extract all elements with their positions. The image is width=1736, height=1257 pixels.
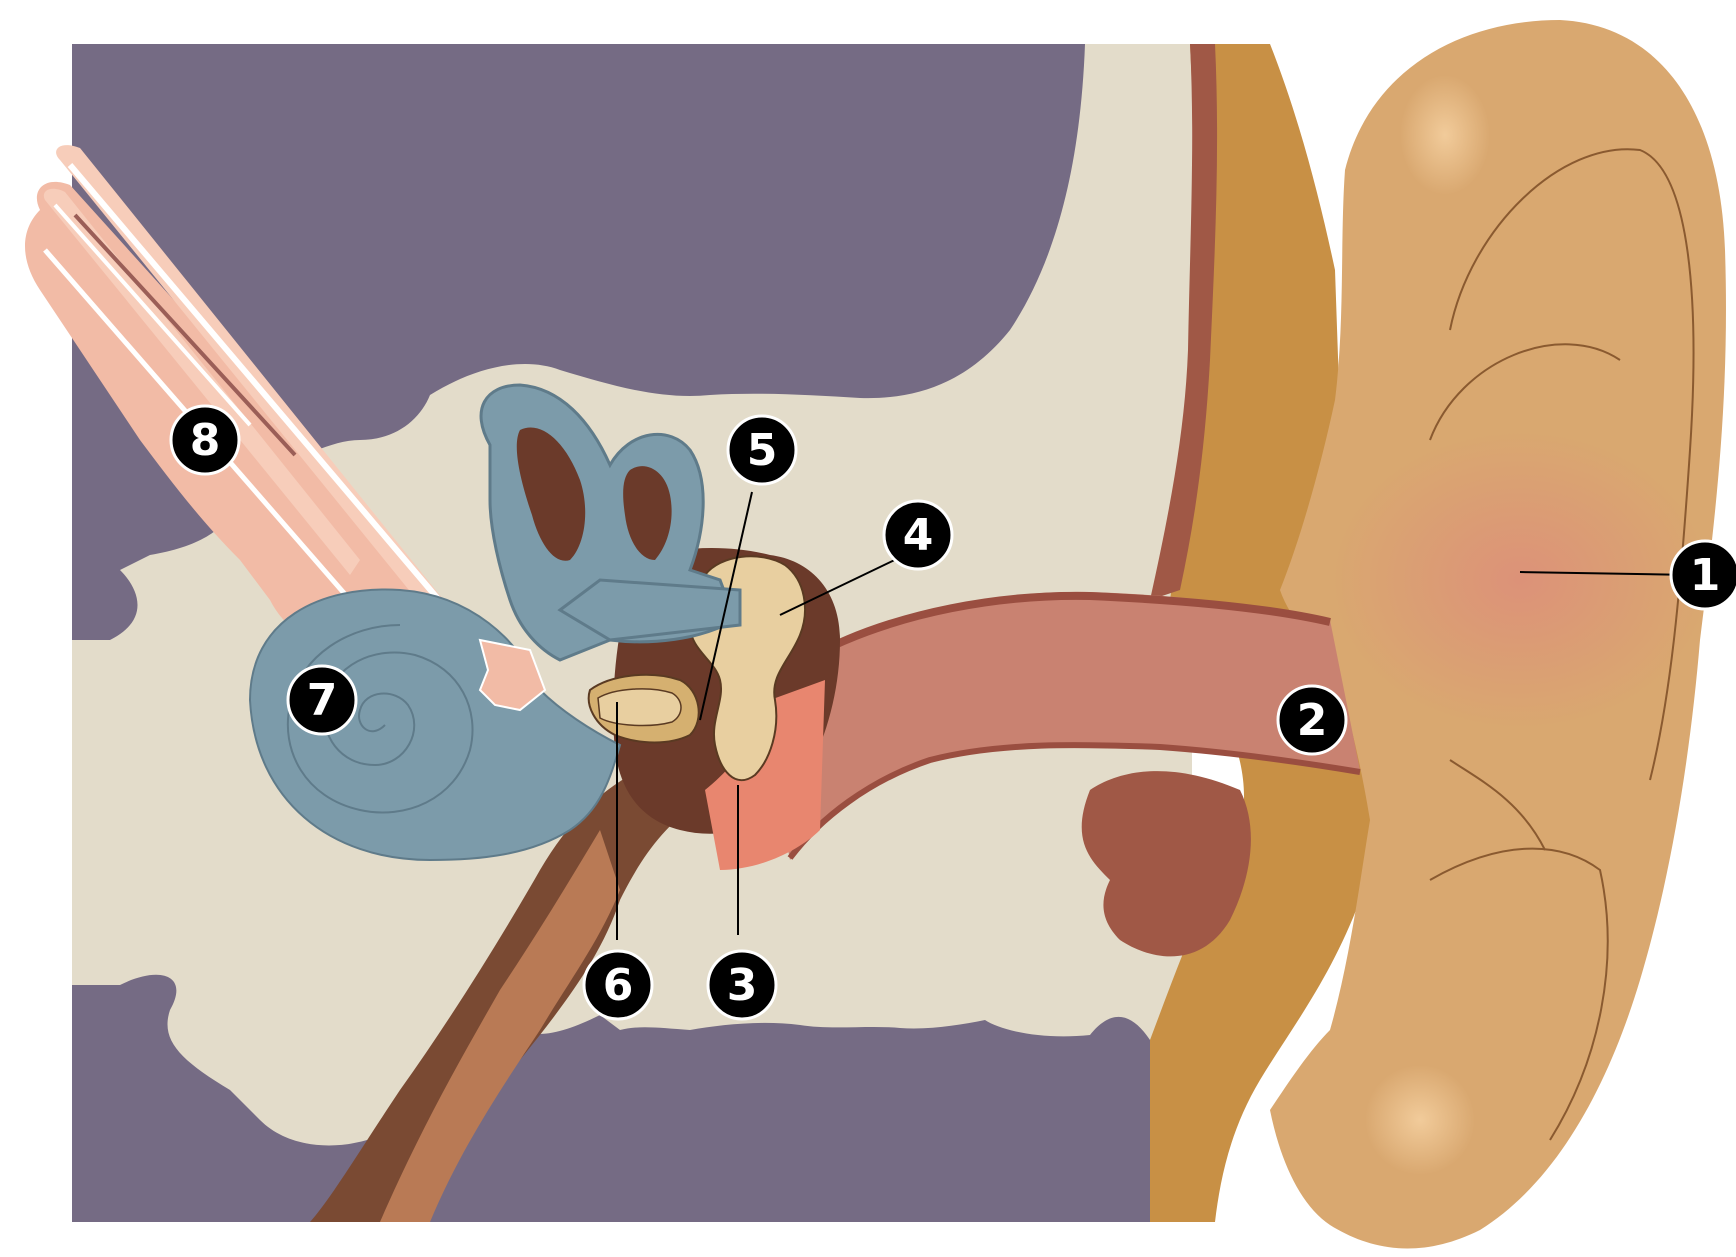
marker-8-label: 8 bbox=[190, 415, 221, 466]
marker-5-label: 5 bbox=[747, 425, 778, 476]
auricle-highlight-top bbox=[1400, 75, 1490, 195]
marker-6: 6 bbox=[584, 951, 652, 1019]
auricle-highlight-lobe bbox=[1365, 1065, 1475, 1175]
marker-8: 8 bbox=[171, 406, 239, 474]
marker-2-label: 2 bbox=[1297, 695, 1328, 746]
marker-3: 3 bbox=[708, 951, 776, 1019]
marker-7: 7 bbox=[288, 666, 356, 734]
marker-1: 1 bbox=[1671, 541, 1736, 609]
marker-2: 2 bbox=[1278, 686, 1346, 754]
marker-4-label: 4 bbox=[903, 510, 934, 561]
oval-window bbox=[598, 689, 681, 726]
auricle-glow bbox=[1330, 430, 1710, 730]
marker-5: 5 bbox=[728, 416, 796, 484]
marker-6-label: 6 bbox=[603, 960, 634, 1011]
marker-7-label: 7 bbox=[307, 675, 338, 726]
marker-3-label: 3 bbox=[727, 960, 758, 1011]
marker-1-label: 1 bbox=[1690, 550, 1721, 601]
marker-4: 4 bbox=[884, 501, 952, 569]
